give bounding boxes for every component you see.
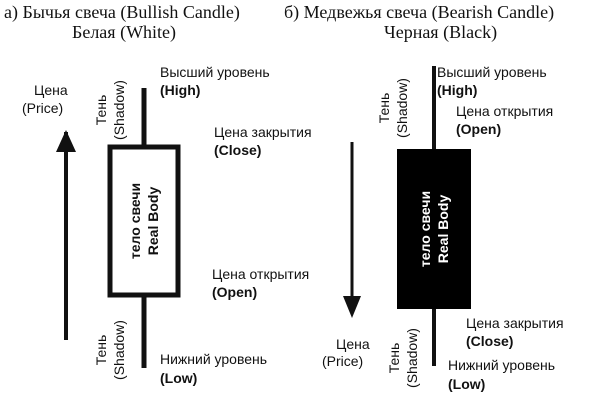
bullish-low-label: Нижний уровень	[160, 351, 267, 367]
bullish-panel: а) Бычья свеча (Bullish Candle) Белая (W…	[4, 2, 312, 386]
bullish-lower-shadow-ru: Тень	[93, 335, 109, 366]
bearish-close-label-en: (Close)	[466, 333, 513, 349]
bullish-upper-shadow-label: Тень (Shadow)	[93, 80, 127, 140]
arrow-down-icon	[343, 296, 361, 318]
bullish-lower-shadow-en: (Shadow)	[111, 320, 127, 380]
bearish-lower-shadow-label: Тень (Shadow)	[386, 328, 420, 388]
bullish-close-label-en: (Close)	[214, 142, 261, 158]
bullish-lower-shadow-label: Тень (Shadow)	[93, 320, 127, 380]
bearish-upper-shadow-ru: Тень	[376, 93, 392, 124]
bearish-low-label-en: (Low)	[448, 376, 485, 392]
bearish-low-label: Нижний уровень	[448, 357, 555, 373]
bullish-subtitle: Белая (White)	[72, 22, 176, 43]
bearish-real-body	[397, 149, 471, 309]
bullish-upper-shadow-ru: Тень	[93, 95, 109, 126]
bullish-real-body	[107, 144, 181, 298]
bullish-upper-shadow-en: (Shadow)	[111, 80, 127, 140]
arrow-up-icon	[56, 130, 76, 152]
bearish-price-label-en: (Price)	[322, 353, 363, 369]
bearish-lower-shadow-ru: Тень	[386, 343, 402, 374]
bearish-price-label: Цена	[336, 336, 370, 352]
bullish-low-label-en: (Low)	[160, 370, 197, 386]
bullish-body-label: тело свечи Real Body	[127, 183, 161, 259]
bullish-title: а) Бычья свеча (Bullish Candle)	[4, 2, 240, 23]
bullish-open-label: Цена открытия	[212, 266, 309, 282]
bearish-open-label: Цена открытия	[456, 103, 553, 119]
bullish-high-label: Высший уровень	[160, 64, 270, 80]
bearish-high-label: Высший уровень	[437, 64, 547, 80]
bearish-upper-shadow-label: Тень (Shadow)	[376, 78, 410, 138]
bullish-close-label: Цена закрытия	[214, 124, 312, 140]
bearish-body-label-ru: тело свечи	[417, 191, 433, 267]
bearish-high-label-en: (High)	[437, 82, 477, 98]
bearish-upper-shadow-en: (Shadow)	[394, 78, 410, 138]
bullish-price-label-en: (Price)	[22, 100, 63, 116]
bearish-close-label: Цена закрытия	[466, 315, 564, 331]
bearish-body-label: тело свечи Real Body	[417, 191, 451, 267]
bullish-high-label-en: (High)	[160, 82, 200, 98]
bullish-open-label-en: (Open)	[212, 284, 257, 300]
bearish-open-label-en: (Open)	[456, 121, 501, 137]
bearish-subtitle: Черная (Black)	[384, 22, 497, 43]
bullish-body-label-ru: тело свечи	[127, 183, 143, 259]
bullish-body-label-en: Real Body	[145, 187, 161, 256]
bearish-lower-shadow-en: (Shadow)	[404, 328, 420, 388]
bullish-price-label: Цена	[34, 82, 68, 98]
bearish-title: б) Медвежья свеча (Bearish Candle)	[284, 2, 554, 23]
bearish-body-label-en: Real Body	[435, 195, 451, 264]
bearish-panel: б) Медвежья свеча (Bearish Candle) Черна…	[284, 2, 564, 392]
